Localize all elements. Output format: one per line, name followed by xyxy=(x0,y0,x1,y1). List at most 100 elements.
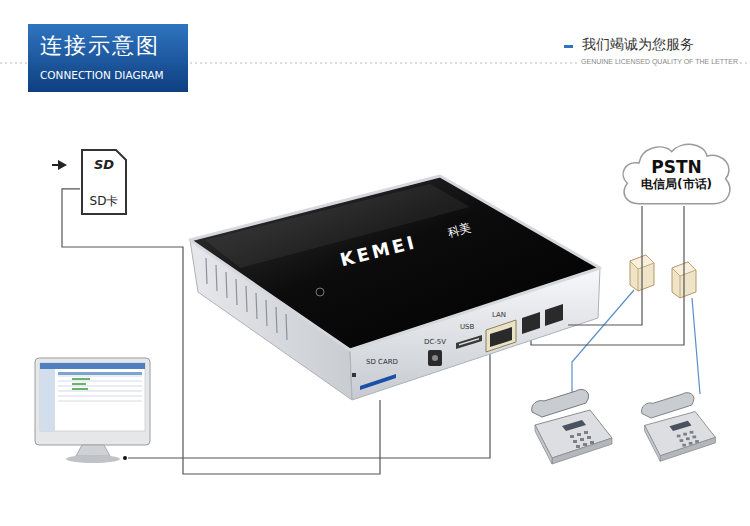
monitor-base xyxy=(66,455,120,463)
telephone xyxy=(642,393,716,462)
key xyxy=(570,435,574,438)
key xyxy=(677,435,681,438)
table-header xyxy=(58,372,142,375)
port-label: LAN xyxy=(492,311,506,319)
phone-handset xyxy=(642,393,694,418)
brand-logo: 科美 xyxy=(446,220,473,240)
lan-port xyxy=(486,320,516,352)
table-rule xyxy=(58,386,142,387)
brand-logo: KEMEI xyxy=(338,231,419,271)
phone-display xyxy=(562,420,586,431)
usb-port xyxy=(456,335,482,349)
sd-logo: SD xyxy=(94,157,114,173)
telephone xyxy=(532,389,612,464)
insert-arrow-head xyxy=(58,160,67,170)
vent xyxy=(216,265,217,291)
sd-indicator xyxy=(352,373,356,377)
table-cell xyxy=(72,383,86,385)
key xyxy=(580,438,584,441)
key xyxy=(576,445,580,448)
network-name: PSTN xyxy=(651,157,702,177)
insert-arrow xyxy=(52,160,67,170)
key xyxy=(683,433,687,436)
insert-arrow-stem xyxy=(52,164,59,166)
connector xyxy=(568,206,642,325)
gateway-device xyxy=(190,176,600,400)
connector xyxy=(568,206,684,345)
connector xyxy=(62,189,380,474)
table-cell xyxy=(72,388,88,390)
header-box xyxy=(28,24,188,92)
phone-side xyxy=(535,425,552,464)
vent xyxy=(206,258,207,284)
sd-card-label: SD卡 xyxy=(90,194,119,208)
device-top xyxy=(190,176,600,350)
vent xyxy=(246,286,247,312)
network-note: 电信局(市话) xyxy=(641,177,712,191)
phone-keys xyxy=(570,431,594,448)
vent xyxy=(286,314,287,340)
phone-keys xyxy=(677,431,699,447)
screen-sidebar xyxy=(40,369,55,431)
sd-card: SD SD卡 xyxy=(80,148,128,216)
table-cell xyxy=(72,378,90,380)
port-label: SD CARD xyxy=(366,358,398,366)
vent xyxy=(266,300,267,326)
vent xyxy=(226,272,227,298)
slogan: 我们竭诚为您服务 xyxy=(582,36,694,53)
phone-front xyxy=(660,437,715,461)
usb-port-tongue xyxy=(459,338,479,346)
splitter-edge xyxy=(680,276,681,298)
pstn-cloud: PSTN电信局(市话) xyxy=(618,138,735,206)
key xyxy=(590,441,594,444)
key xyxy=(682,444,686,447)
table-rule xyxy=(58,396,142,397)
tagline: GENUINE LICENSED QUALITY OF THE LETTER xyxy=(579,58,740,66)
table-rule xyxy=(58,381,142,382)
table-rule xyxy=(58,391,142,392)
key xyxy=(686,437,690,440)
phone-front xyxy=(552,438,612,464)
vent xyxy=(256,293,257,319)
table-rule xyxy=(58,401,142,402)
key xyxy=(577,433,581,436)
key xyxy=(690,431,694,434)
screen-titlebar xyxy=(40,363,145,369)
phone-handset xyxy=(532,389,589,417)
key xyxy=(689,442,693,445)
monitor-stand xyxy=(76,445,110,456)
lan-port-hole xyxy=(490,327,512,347)
monitor-bezel xyxy=(35,358,150,445)
key xyxy=(587,436,591,439)
port-label: DC-5V xyxy=(424,338,446,346)
vent xyxy=(276,307,277,333)
device-gloss xyxy=(205,184,470,268)
dc-jack-pin xyxy=(432,355,438,361)
pstn-cloud-shape xyxy=(623,144,730,203)
table-rule xyxy=(58,376,142,377)
dc-jack xyxy=(428,350,442,366)
computer xyxy=(35,358,150,463)
screen-table xyxy=(58,376,142,401)
gateway-ports: SD CARDDC-5VUSBLAN xyxy=(352,282,568,400)
key xyxy=(584,431,588,434)
sd-slot xyxy=(360,374,396,390)
splitter-edge xyxy=(638,269,639,291)
key xyxy=(583,443,587,446)
vent xyxy=(236,279,237,305)
sd-card-shape xyxy=(82,150,126,214)
subtitle: CONNECTION DIAGRAM xyxy=(40,69,164,82)
diagram-title: 连接示意图 xyxy=(40,33,160,59)
phone-port xyxy=(522,312,540,334)
key xyxy=(573,440,577,443)
phone-port xyxy=(545,304,563,326)
monitor-screen xyxy=(40,363,145,431)
key xyxy=(680,439,684,442)
key xyxy=(692,436,696,439)
phone-cable xyxy=(692,298,700,394)
key xyxy=(695,440,699,443)
header-mark xyxy=(564,45,573,48)
cable-dot xyxy=(123,456,127,460)
phone-side xyxy=(645,425,661,461)
